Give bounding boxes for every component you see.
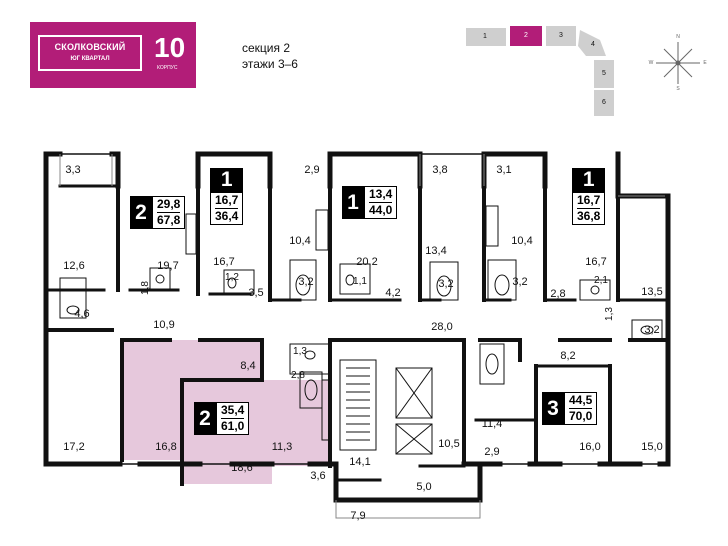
- apartment-total-area: 36,8: [577, 209, 601, 223]
- room-area: 16,7: [585, 256, 607, 268]
- apartment-rooms: 1: [582, 168, 595, 191]
- apartment-total-area: 44,0: [369, 203, 393, 217]
- room-area: 8,4: [240, 360, 256, 372]
- room-area: 3,5: [248, 287, 264, 299]
- keymap-section-3[interactable]: 3: [559, 32, 563, 39]
- room-area: 2,9: [304, 164, 320, 176]
- room-area: 3,2: [512, 276, 528, 288]
- apartment-rooms: 2: [199, 406, 211, 430]
- section-label: секция 2: [242, 41, 291, 55]
- room-area: 11,3: [271, 441, 293, 453]
- keymap-section-5[interactable]: 5: [602, 70, 606, 77]
- room-area: 3,2: [298, 276, 314, 288]
- room-area: 3,2: [438, 278, 454, 290]
- room-area: 8,2: [560, 350, 576, 362]
- apartment-total-area: 61,0: [221, 419, 245, 433]
- room-area: 3,2: [644, 324, 660, 336]
- room-area: 12,6: [63, 260, 85, 272]
- brand-subtitle: ЮГ КВАРТАЛ: [70, 56, 110, 62]
- room-area: 1,8: [140, 281, 151, 295]
- room-area: 7,9: [350, 510, 366, 522]
- section-keymap: [466, 26, 614, 116]
- keymap-section-4[interactable]: 4: [591, 41, 595, 48]
- room-area: 10,4: [289, 235, 311, 247]
- apartment-total-area: 36,4: [215, 209, 239, 223]
- room-area: 2,8: [291, 370, 305, 381]
- brand-name: СКОЛКОВСКИЙ: [54, 42, 126, 52]
- room-area: 16,8: [155, 441, 177, 453]
- room-area: 19,7: [157, 260, 179, 272]
- section-info: секция 2 этажи 3–6: [242, 40, 298, 72]
- room-area: 11,4: [481, 418, 503, 430]
- room-area: 2,1: [594, 275, 608, 286]
- room-area: 3,3: [65, 164, 81, 176]
- brand-logo: СКОЛКОВСКИЙ ЮГ КВАРТАЛ 10 КОРПУС: [30, 22, 196, 88]
- room-area: 4,2: [385, 287, 401, 299]
- apartment-rooms: 2: [135, 200, 147, 224]
- apartment-rooms: 1: [220, 168, 233, 191]
- room-area: 2,8: [550, 288, 566, 300]
- room-area: 1,1: [353, 276, 367, 287]
- room-area: 5,0: [416, 481, 432, 493]
- walls: [43, 151, 671, 503]
- apartment-rooms: 3: [547, 396, 559, 420]
- balconies: [59, 154, 665, 519]
- room-area: 14,1: [349, 456, 371, 468]
- corridor-area: 28,0: [431, 321, 453, 333]
- room-area: 3,6: [310, 470, 326, 482]
- fixtures: [59, 205, 663, 441]
- room-area: 10,4: [511, 235, 533, 247]
- room-area: 15,0: [641, 441, 663, 453]
- compass-icon: [656, 42, 700, 84]
- room-area: 13,5: [641, 286, 663, 298]
- building-number: 10: [154, 32, 186, 63]
- apartment-living-area: 44,5: [569, 393, 593, 409]
- stair-core: [339, 359, 433, 455]
- room-area: 2,9: [484, 446, 500, 458]
- compass-s: S: [676, 86, 680, 92]
- brand-name-frame: СКОЛКОВСКИЙ ЮГ КВАРТАЛ: [38, 35, 142, 71]
- building-unit: КОРПУС: [157, 65, 178, 71]
- room-area: 13,4: [425, 245, 447, 257]
- keymap-section-6[interactable]: 6: [602, 99, 606, 106]
- compass-e: E: [703, 60, 707, 66]
- compass-n: N: [676, 34, 680, 40]
- room-area: 3,8: [432, 164, 448, 176]
- room-area: 4,6: [74, 308, 90, 320]
- room-area: 3,1: [496, 164, 512, 176]
- apartment-total-area: 67,8: [157, 213, 181, 227]
- room-area: 10,9: [153, 319, 175, 331]
- room-area: 10,5: [438, 438, 460, 450]
- room-area: 1,2: [225, 272, 239, 283]
- room-area: 16,7: [213, 256, 235, 268]
- room-area: 20,2: [356, 256, 378, 268]
- room-area: 17,2: [63, 441, 85, 453]
- apartment-living-area: 16,7: [215, 193, 239, 209]
- apartment-living-area: 29,8: [157, 197, 181, 213]
- keymap-section-1[interactable]: 1: [483, 33, 487, 40]
- compass-w: W: [648, 60, 654, 66]
- room-area: 16,0: [579, 441, 601, 453]
- room-area: 18,6: [231, 462, 253, 474]
- floors-label: этажи 3–6: [242, 57, 298, 71]
- apartment-rooms: 1: [347, 190, 359, 214]
- apartment-living-area: 16,7: [577, 193, 601, 209]
- room-area: 1,3: [293, 346, 307, 357]
- room-area: 1,3: [604, 307, 615, 321]
- apartment-total-area: 70,0: [569, 409, 593, 423]
- apartment-living-area: 13,4: [369, 187, 393, 203]
- keymap-section-2[interactable]: 2: [524, 32, 528, 39]
- apartment-living-area: 35,4: [221, 403, 245, 419]
